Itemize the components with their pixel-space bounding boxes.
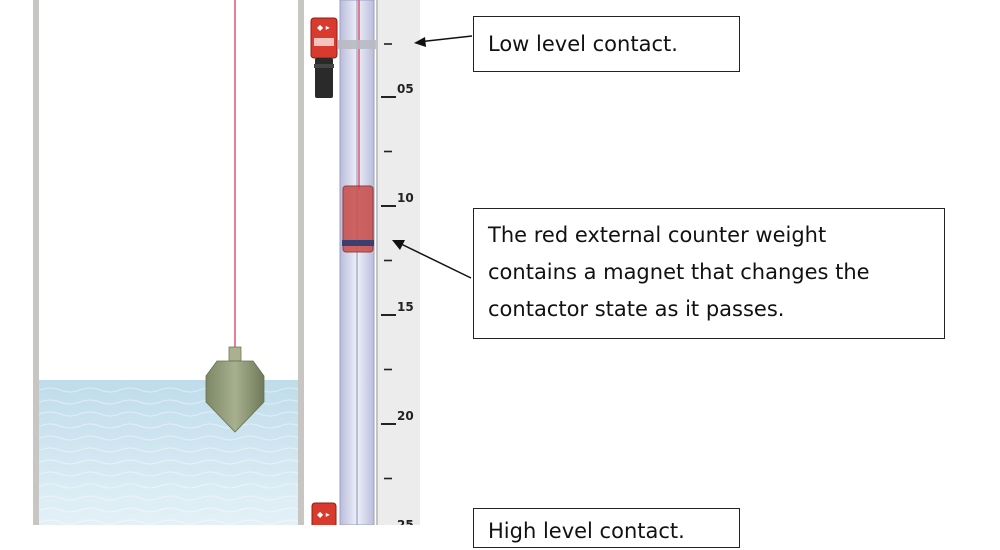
diagram-canvas: 05 10 15 20 25 ◆ ▸ ◆ ▸ [33,0,473,534]
low-contact-body-ribs [314,64,334,68]
low-contact-marker [338,40,376,49]
scale-strip: 05 10 15 20 25 [376,0,420,534]
scale-label-15: 15 [397,300,414,314]
counter-weight-callout-line-2: contains a magnet that changes the [488,260,870,284]
tank [33,0,304,525]
level-switch-contact-icon: ◆ ▸ [317,510,330,519]
tank-right-wall [298,0,304,525]
low-level-contact: ◆ ▸ [310,17,376,98]
counter-weight-arrow [396,241,472,279]
counter-weight-callout-line-3: contactor state as it passes. [488,297,785,321]
high-level-contact: ◆ ▸ [311,502,337,534]
gauge-tube [339,0,375,526]
counter-weight [342,185,374,253]
float [205,360,265,433]
counter-weight-body [342,185,374,253]
low-level-callout: Low level contact. [473,16,740,72]
tank-left-wall [33,0,39,525]
low-contact-label-strip [314,38,334,46]
level-switch-contact-icon: ◆ ▸ [317,23,330,32]
scale-label-10: 10 [397,191,414,205]
counter-weight-arrowhead [392,240,405,250]
low-level-callout-text: Low level contact. [488,32,678,56]
counter-weight-band [342,240,374,246]
scale-label-25: 25 [397,518,414,525]
high-level-callout-text: High level contact. [488,519,685,543]
high-level-callout: High level contact. [473,508,740,548]
scale-background [376,0,420,525]
low-contact-arrow [417,35,473,43]
float-neck [228,346,242,362]
scale-label-05: 05 [397,82,414,96]
counter-weight-callout: The red external counter weight contains… [473,208,945,339]
annotation-arrows [392,35,473,279]
scale-label-20: 20 [397,409,414,423]
low-contact-arrowhead [414,37,426,47]
counter-weight-callout-line-1: The red external counter weight [488,223,827,247]
float-assembly [205,0,265,433]
